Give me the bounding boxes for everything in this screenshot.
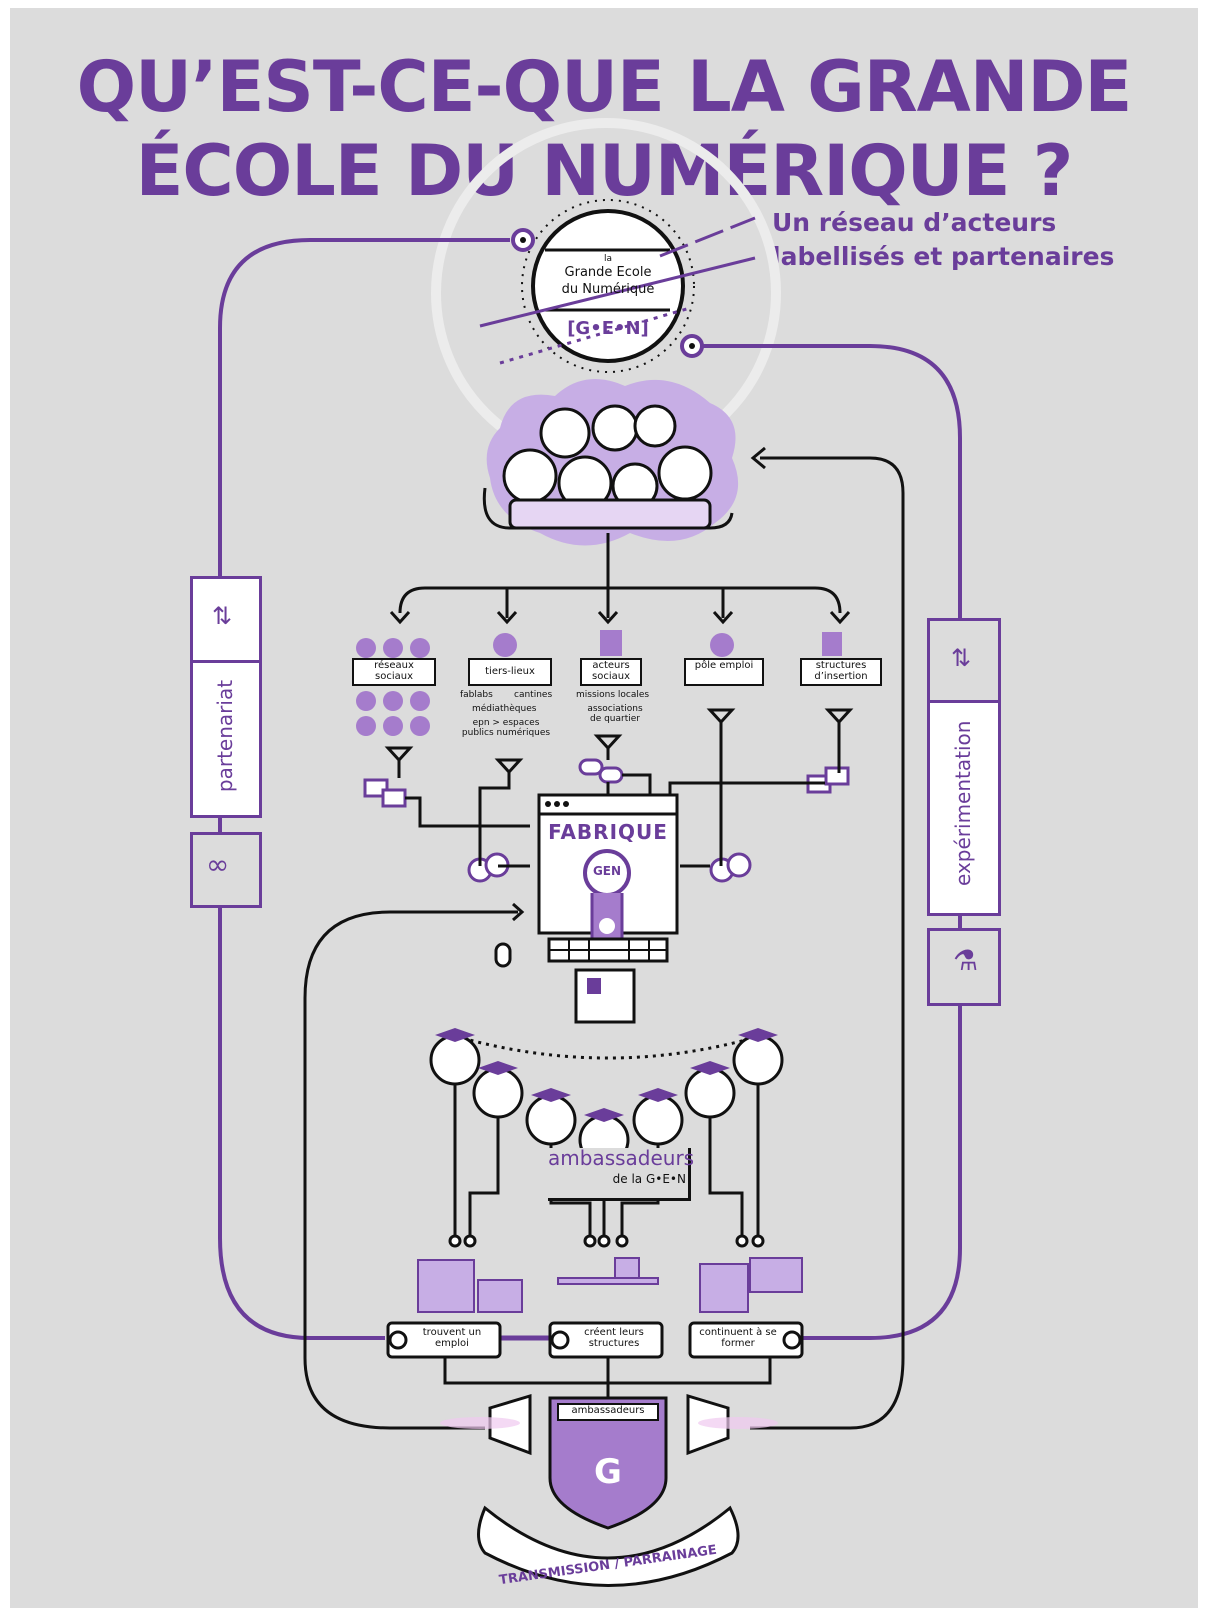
outcome-continuent-former: continuent à se former [699, 1327, 777, 1349]
partenariat-loop [218, 238, 510, 1340]
experimentation-loop [700, 344, 962, 1340]
side-label-left: partenariat [213, 679, 237, 793]
logo-line-2: Grande Ecole [564, 265, 652, 280]
ambassadeurs-box [548, 1148, 691, 1201]
shield-label: ambassadeurs [571, 1405, 645, 1416]
side-label-right: expérimentation [951, 720, 975, 886]
actor-links [397, 722, 841, 868]
connector-nodes [448, 1234, 765, 1248]
logo-line-3: du Numérique [561, 282, 655, 297]
tag-mediatheques: médiathèques [472, 704, 537, 714]
ambassador-shield [548, 1396, 668, 1530]
tag-epn: epn > espaces publics numériques [461, 718, 551, 738]
actor-tiers-lieux: tiers-lieux [468, 658, 552, 686]
swap-arrows-icon: ⇅ [212, 602, 233, 630]
return-path-right [750, 456, 905, 1430]
tiers-lieux-icon [493, 633, 517, 657]
funnels [384, 708, 854, 775]
logo-line-1: la [603, 254, 612, 264]
ambassadeurs-sub: de la G•E•N [612, 1172, 686, 1186]
graduates [429, 1034, 784, 1166]
network-label-line-2: labellisés et partenaires [772, 242, 1115, 271]
acteurs-sociaux-icon [600, 630, 622, 656]
experimentation-panel: ⇅ expérimentation ⚗ [927, 618, 1007, 1008]
logo-dotted-ring [521, 199, 695, 373]
return-path-left [303, 910, 518, 1430]
outcome-illustrations [417, 1257, 803, 1313]
title-line-2: ÉCOLE DU NUMÉRIQUE ? [135, 130, 1074, 212]
ambassadeurs-title: ambassadeurs [548, 1146, 695, 1170]
pole-emploi-icon [710, 633, 734, 657]
diagram-graphics: G [218, 118, 962, 1587]
banner-ribbon [477, 1505, 740, 1587]
graduation-caps [435, 1028, 778, 1122]
outcome-trouvent-emploi: trouvent un emploi [422, 1327, 482, 1349]
outcome-boxes [386, 1321, 804, 1359]
tag-cantines: cantines [514, 690, 553, 700]
link-icon: ∞ [206, 848, 230, 881]
partenariat-panel: ⇅ partenariat ∞ [190, 576, 262, 908]
fabrique-title: FABRIQUE [548, 820, 668, 844]
tag-fablabs: fablabs [460, 690, 493, 700]
social-icons [356, 638, 430, 736]
graduates-arc [454, 1034, 761, 1060]
mouse-icon [494, 942, 512, 968]
outcome-creent-structures: créent leurs structures [584, 1327, 644, 1349]
fabrique-badge: GEN [592, 864, 622, 878]
swap-arrows-icon-right: ⇅ [951, 644, 972, 672]
test-tube-icon: ⚗ [953, 944, 979, 977]
diploma [574, 968, 636, 1024]
people-group [502, 404, 713, 530]
actor-reseaux-sociaux: réseaux sociaux [352, 658, 436, 686]
logo-mark: [G•E•N] [567, 318, 649, 339]
distribution-arrows [389, 588, 851, 625]
title-line-1: QU’EST-CE-QUE LA GRANDE [76, 46, 1133, 128]
network-label-line-1: Un réseau d’acteurs [772, 208, 1057, 237]
actor-acteurs-sociaux: acteurs sociaux [580, 658, 642, 686]
tag-associations-quartier: associations de quartier [587, 704, 643, 724]
infographic-canvas: QU’EST-CE-QUE LA GRANDE ÉCOLE DU NUMÉRIQ… [10, 8, 1198, 1608]
actor-pole-emploi: pôle emploi [684, 658, 764, 686]
structures-icon [822, 632, 842, 656]
tag-missions-locales: missions locales [576, 690, 650, 700]
svg-text:G: G [594, 1452, 622, 1492]
actor-structures-insertion: structures d’insertion [800, 658, 882, 686]
